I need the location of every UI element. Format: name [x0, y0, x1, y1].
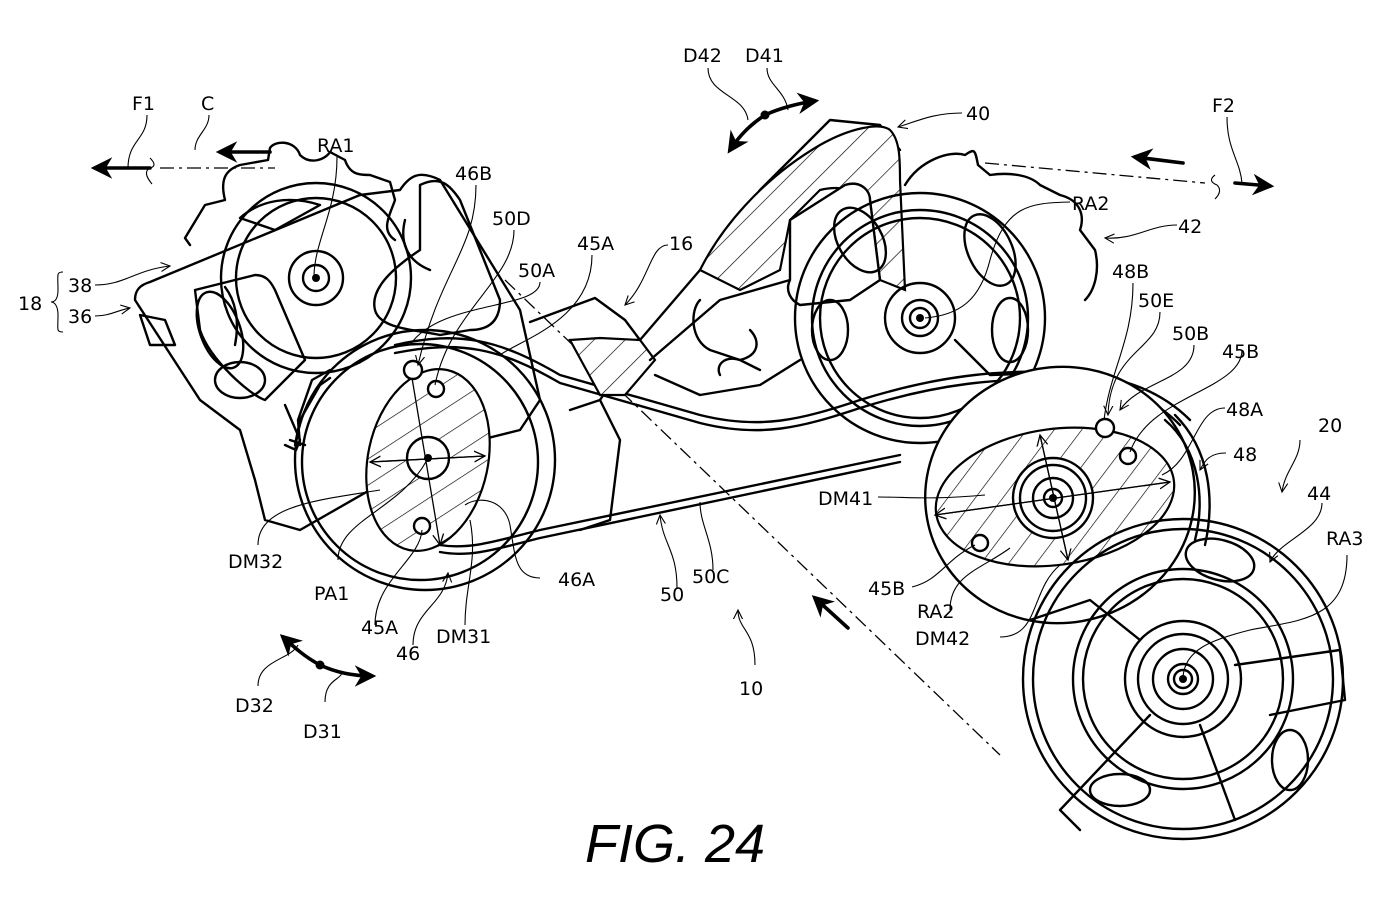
label-50a: 50A: [518, 260, 555, 282]
label-ra3: RA3: [1326, 528, 1364, 550]
label-45a-top: 45A: [577, 233, 614, 255]
label-d32: D32: [235, 695, 274, 717]
label-20: 20: [1318, 415, 1342, 437]
axis-ra3-dot: [1179, 675, 1187, 683]
brace-18: [50, 271, 64, 333]
label-46a: 46A: [558, 569, 595, 591]
arm-40: [698, 125, 907, 307]
pulley-44: [1021, 517, 1347, 841]
label-44: 44: [1307, 483, 1331, 505]
arrow-d31: [318, 663, 377, 687]
label-f1: F1: [132, 93, 155, 115]
base-member-18: [133, 173, 542, 532]
label-ra2-bottom: RA2: [917, 601, 955, 623]
label-c: C: [201, 93, 214, 115]
arrow-chain-upper: [1130, 148, 1185, 170]
arrow-d41: [763, 92, 820, 117]
label-d42: D42: [683, 45, 722, 67]
reference-labels: F1 C RA1 D42 D41 40 F2 RA2 42 18 38 36 4…: [18, 45, 1364, 743]
label-45a-bottom: 45A: [361, 617, 398, 639]
label-ra2-top: RA2: [1072, 193, 1110, 215]
label-42: 42: [1178, 216, 1202, 238]
label-38: 38: [68, 275, 92, 297]
label-10: 10: [739, 678, 763, 700]
label-d31: D31: [303, 721, 342, 743]
label-46: 46: [396, 643, 420, 665]
label-dm42: DM42: [915, 628, 970, 650]
label-36: 36: [68, 306, 92, 328]
label-48b: 48B: [1112, 261, 1149, 283]
label-dm31: DM31: [436, 626, 491, 648]
guide-pulley-46: [288, 328, 557, 592]
label-48a: 48A: [1226, 399, 1263, 421]
arrow-d42: [727, 113, 767, 154]
arrow-d32: [279, 634, 322, 667]
arrow-chain-lower: [811, 595, 850, 630]
label-40: 40: [966, 103, 990, 125]
label-45b-top: 45B: [1222, 341, 1259, 363]
label-50d: 50D: [492, 208, 531, 230]
figure-caption: FIG. 24: [585, 814, 765, 874]
axis-ra2-dot: [916, 314, 924, 322]
arrow-f2: [1233, 173, 1275, 196]
label-dm41: DM41: [818, 488, 873, 510]
label-50: 50: [660, 584, 684, 606]
label-48: 48: [1233, 444, 1257, 466]
label-46b: 46B: [455, 163, 492, 185]
label-ra1: RA1: [317, 135, 355, 157]
axis-ra1-dot: [312, 274, 320, 282]
leader-lines: [94, 67, 1348, 703]
label-45b-bottom: 45B: [868, 578, 905, 600]
label-f2: F2: [1212, 95, 1235, 117]
label-50c: 50C: [692, 566, 729, 588]
label-d41: D41: [745, 45, 784, 67]
label-dm32: DM32: [228, 551, 283, 573]
label-16: 16: [669, 233, 693, 255]
label-pa1: PA1: [314, 583, 349, 605]
label-18: 18: [18, 293, 42, 315]
label-50b: 50B: [1172, 323, 1209, 345]
upper-pulley-sprocket: [183, 141, 413, 400]
label-50e: 50E: [1138, 290, 1174, 312]
direction-arrows: [90, 92, 1275, 687]
